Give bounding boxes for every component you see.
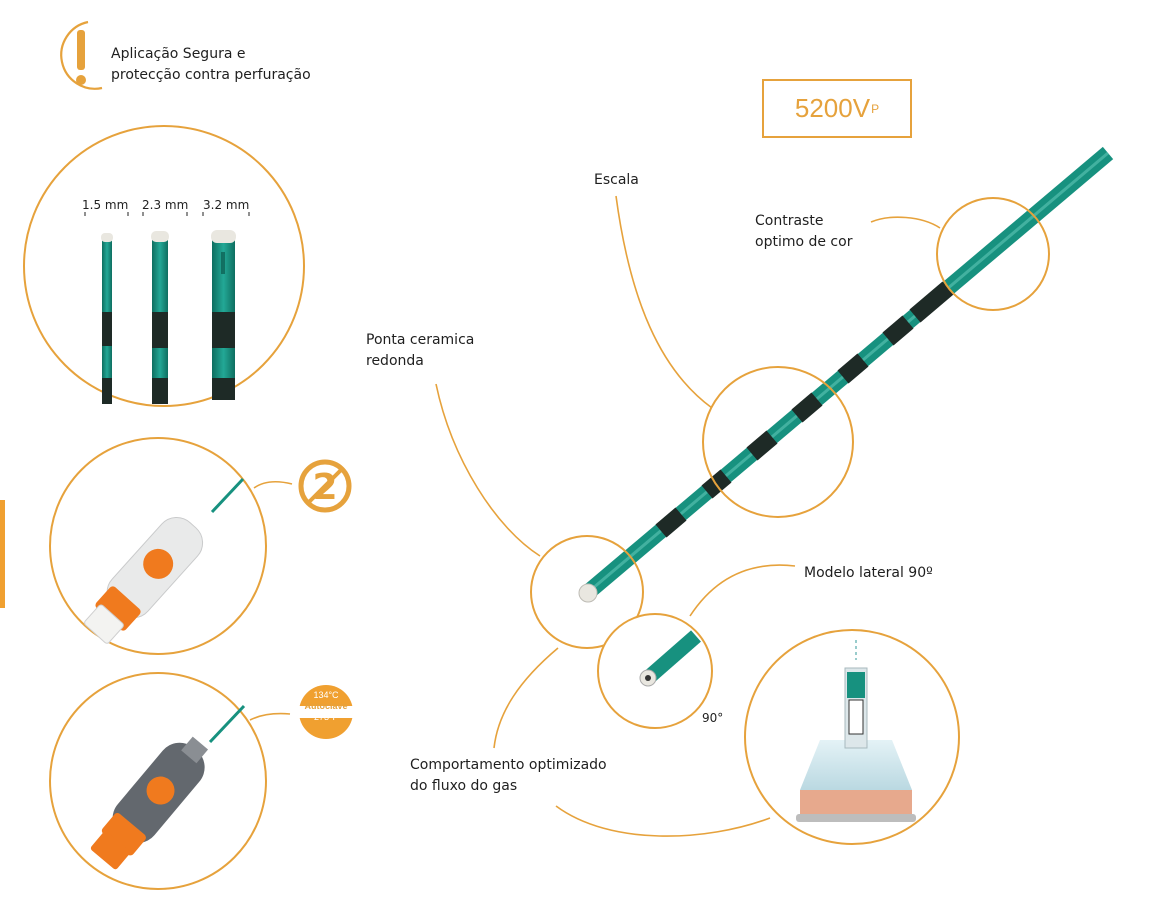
do-not-reuse-2-icon: 2: [298, 459, 352, 513]
callout-fluxo-line-1: Comportamento optimizado: [410, 757, 607, 773]
gas-flow-circle: [744, 629, 960, 845]
probe-2-3mm: [151, 231, 169, 404]
callout-lateral-text: Modelo lateral 90º: [804, 565, 933, 581]
callout-ponta: Ponta ceramica redonda: [366, 330, 474, 372]
probe-3-2mm: [211, 230, 236, 400]
callout-escala: Escala: [594, 170, 639, 191]
size-label-3: 3.2 mm: [203, 198, 250, 212]
autoclave-badge: [297, 685, 355, 739]
callout-escala-text: Escala: [594, 172, 639, 188]
tick-marks: [84, 212, 250, 216]
safety-line-2: protecção contra perfuração: [111, 67, 311, 83]
tip-detail-circle: [530, 535, 644, 649]
connector-single-use-circle: [49, 437, 293, 655]
angle-label: 90°: [702, 711, 724, 725]
callout-fluxo: Comportamento optimizado do fluxo do gas: [410, 755, 607, 797]
callout-contraste: Contraste optimo de cor: [755, 211, 852, 253]
side-accent-bar: [0, 500, 5, 608]
callout-fluxo-line-2: do fluxo do gas: [410, 778, 518, 794]
callout-lateral: Modelo lateral 90º: [804, 563, 933, 584]
autoclave-top: 134°C: [313, 690, 339, 700]
callout-contraste-line-1: Contraste: [755, 213, 824, 229]
leader-lines: [435, 195, 941, 837]
exclamation-icon: [60, 20, 103, 90]
contrast-detail-circle: [936, 197, 1050, 311]
size-label-2: 2.3 mm: [142, 198, 189, 212]
callout-ponta-line-1: Ponta ceramica: [366, 332, 475, 348]
size-label-1: 1.5 mm: [82, 198, 129, 212]
lateral-model-circle: [597, 613, 713, 729]
autoclave-middle: Autoclave: [304, 701, 348, 711]
safety-text: Aplicação Segura e protecção contra perf…: [111, 44, 311, 86]
callout-contraste-line-2: optimo de cor: [755, 234, 853, 250]
autoclave-badge-text: 134°C Autoclave 273°F: [299, 690, 353, 723]
connector-autoclave-circle: [49, 672, 291, 890]
probe-1-5mm: [101, 233, 113, 404]
sizes-detail-circle: [23, 125, 305, 407]
scale-detail-circle: [702, 366, 854, 518]
voltage-subscript: P: [871, 101, 880, 116]
voltage-value: 5200V: [794, 93, 871, 123]
callout-ponta-line-2: redonda: [366, 353, 424, 369]
long-probe: [578, 146, 1114, 603]
autoclave-bottom: 273°F: [313, 712, 339, 722]
safety-line-1: Aplicação Segura e: [111, 46, 246, 62]
